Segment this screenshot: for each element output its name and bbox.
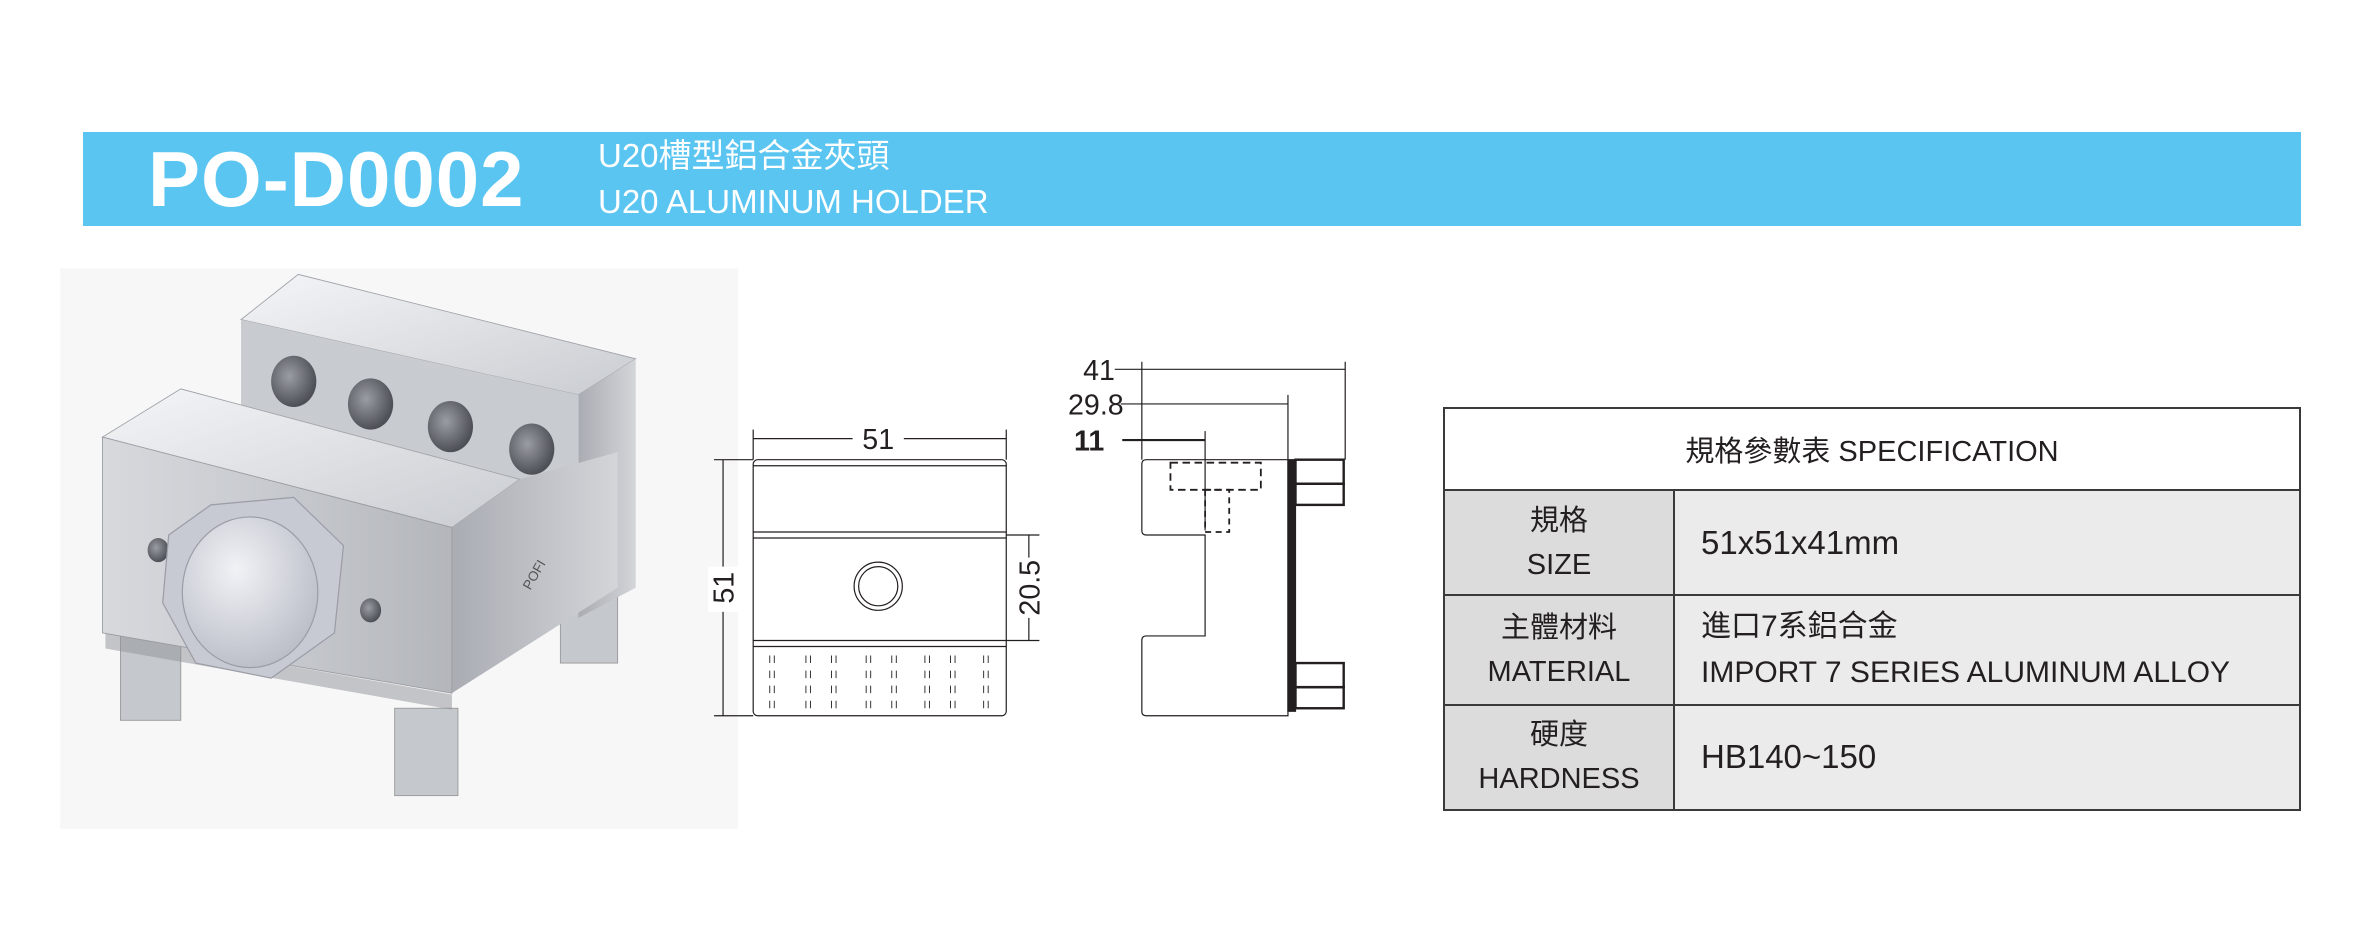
product-title-en: U20 ALUMINUM HOLDER (598, 183, 989, 220)
row-value: 進口7系鋁合金 IMPORT 7 SERIES ALUMINUM ALLOY (1673, 594, 2301, 706)
value-zh: 進口7系鋁合金 (1701, 609, 1898, 643)
row-value: HB140~150 (1673, 703, 2301, 812)
dim-front-height: 51 (709, 572, 741, 604)
side-view-drawing (1114, 361, 1346, 717)
label-zh: 硬度 (1529, 719, 1588, 752)
screw-hole (509, 423, 555, 475)
front-view-drawing (714, 429, 1040, 717)
specification-table: 規格參數表 SPECIFICATION 規格 SIZE 51x51x41mm 主… (1443, 407, 2301, 812)
dim-side-inner-depth: 29.8 (1068, 390, 1124, 422)
dim-side-depth: 41 (1083, 355, 1115, 387)
dim-side-slot: 11 (1074, 426, 1104, 458)
screw-hole (271, 355, 317, 407)
knurl-pattern (769, 655, 989, 709)
row-label: 主體材料 MATERIAL (1443, 594, 1675, 706)
screw-hole (347, 378, 394, 430)
product-title-zh: U20槽型鋁合金夾頭 (598, 137, 890, 174)
label-en: HARDNESS (1478, 763, 1640, 796)
row-value: 51x51x41mm (1673, 488, 2301, 597)
row-label: 規格 SIZE (1443, 488, 1675, 597)
value-en: IMPORT 7 SERIES ALUMINUM ALLOY (1701, 655, 2231, 689)
label-zh: 主體材料 (1500, 611, 1617, 644)
clamp-nut (162, 496, 345, 679)
label-en: MATERIAL (1487, 655, 1631, 688)
table-row: 規格 SIZE 51x51x41mm (1443, 488, 2301, 597)
dim-front-width: 51 (862, 424, 894, 456)
spec-table-title: 規格參數表 SPECIFICATION (1443, 407, 2301, 491)
product-photo: POFI (60, 268, 739, 829)
title-banner (83, 132, 2301, 226)
dim-hole-offset: 20.5 (1014, 560, 1046, 616)
table-row: 硬度 HARDNESS HB140~150 (1443, 703, 2301, 812)
table-row: 主體材料 MATERIAL 進口7系鋁合金 IMPORT 7 SERIES AL… (1443, 594, 2301, 706)
label-en: SIZE (1526, 548, 1592, 581)
row-label: 硬度 HARDNESS (1443, 703, 1675, 812)
label-zh: 規格 (1529, 504, 1588, 537)
model-number: PO-D0002 (148, 135, 525, 223)
screw-hole (427, 400, 474, 453)
